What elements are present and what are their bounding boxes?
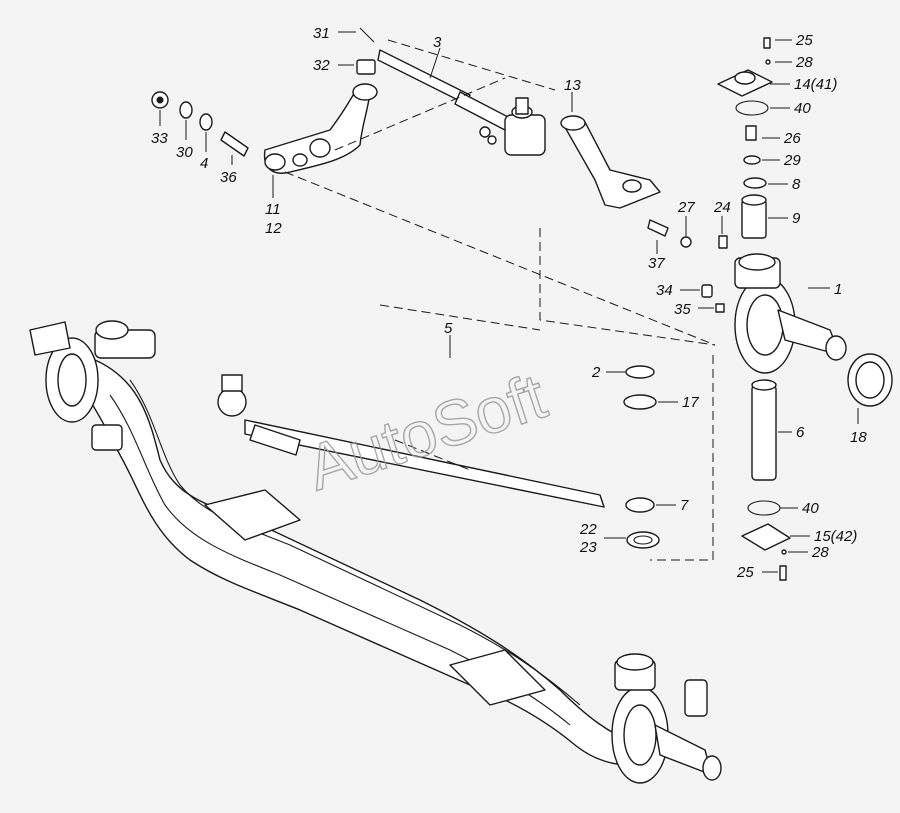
seal-7 bbox=[625, 497, 655, 513]
callout-5: 5 bbox=[444, 320, 453, 337]
spring-pad-right bbox=[449, 649, 546, 706]
bearing-22 bbox=[626, 531, 660, 549]
callout-31: 31 bbox=[313, 25, 330, 42]
callout-25-bottom: 25 bbox=[736, 564, 754, 581]
callout-30: 30 bbox=[176, 144, 193, 161]
bushing-9 bbox=[741, 194, 767, 239]
callout-27: 27 bbox=[677, 199, 695, 216]
tie-rod-assembled bbox=[217, 374, 605, 508]
bolt-25-top bbox=[763, 37, 771, 49]
callout-6: 6 bbox=[796, 424, 805, 441]
tie-rod-exploded bbox=[377, 49, 546, 156]
callout-32: 32 bbox=[313, 57, 330, 74]
callout-34: 34 bbox=[656, 282, 673, 299]
callout-labels: 31 3 32 13 25 28 14(41) 40 26 29 8 9 33 … bbox=[151, 25, 867, 581]
callout-40-bottom: 40 bbox=[802, 500, 819, 517]
callout-40-top: 40 bbox=[794, 100, 811, 117]
cover-14 bbox=[717, 69, 773, 97]
callout-26: 26 bbox=[783, 130, 801, 147]
callout-22: 22 bbox=[579, 521, 597, 538]
callout-14-41: 14(41) bbox=[794, 76, 837, 93]
callout-2: 2 bbox=[591, 364, 601, 381]
o-ring-40-top bbox=[735, 100, 769, 116]
tie-rod-arm bbox=[560, 115, 661, 209]
steering-arm-lever bbox=[263, 83, 378, 174]
pin-35 bbox=[715, 303, 725, 313]
washer-8 bbox=[743, 177, 767, 189]
seal-2 bbox=[625, 365, 655, 379]
castle-nut-32 bbox=[356, 59, 376, 75]
callout-15-42: 15(42) bbox=[814, 528, 857, 545]
cover-15 bbox=[741, 523, 791, 551]
callout-12: 12 bbox=[265, 220, 282, 237]
nut-33 bbox=[151, 91, 169, 109]
callout-28-bottom: 28 bbox=[811, 544, 829, 561]
washer-28-top bbox=[765, 59, 771, 65]
stud-37 bbox=[647, 219, 669, 237]
o-ring-40-bottom bbox=[747, 500, 781, 516]
callout-18: 18 bbox=[850, 429, 867, 446]
leader-lines bbox=[159, 31, 859, 573]
callout-13: 13 bbox=[564, 77, 581, 94]
callout-7: 7 bbox=[680, 497, 689, 514]
callout-4: 4 bbox=[200, 155, 208, 172]
callout-28-top: 28 bbox=[795, 54, 813, 71]
callout-23: 23 bbox=[579, 539, 597, 556]
pin-34 bbox=[701, 284, 713, 298]
callout-35: 35 bbox=[674, 301, 691, 318]
callout-11: 11 bbox=[265, 201, 281, 218]
callout-24: 24 bbox=[713, 199, 731, 216]
callout-36: 36 bbox=[220, 169, 237, 186]
bolt-26 bbox=[745, 125, 757, 141]
callout-25-top: 25 bbox=[795, 32, 813, 49]
bushing-4 bbox=[199, 113, 213, 131]
fitting-24 bbox=[718, 235, 728, 249]
knuckle-right-assembled bbox=[611, 653, 722, 784]
knuckle-left-assembled bbox=[29, 320, 156, 451]
king-pin-6 bbox=[751, 379, 777, 481]
steering-knuckle bbox=[734, 253, 847, 374]
callout-29: 29 bbox=[783, 152, 801, 169]
callout-8: 8 bbox=[792, 176, 801, 193]
nut-27 bbox=[680, 236, 692, 248]
callout-33: 33 bbox=[151, 130, 168, 147]
bolt-25-bottom bbox=[779, 565, 787, 581]
callout-37: 37 bbox=[648, 255, 665, 272]
callout-9: 9 bbox=[792, 210, 801, 227]
callout-3: 3 bbox=[433, 34, 442, 51]
spring-pad-left bbox=[204, 489, 301, 541]
washer-28-bottom bbox=[781, 549, 787, 555]
pin-36 bbox=[220, 131, 249, 157]
washer-30 bbox=[179, 101, 193, 119]
assembly-lines bbox=[284, 39, 716, 561]
seal-18 bbox=[847, 353, 893, 407]
cotter-pin-31 bbox=[359, 27, 375, 43]
front-axle-beam bbox=[79, 359, 661, 766]
callout-17: 17 bbox=[682, 394, 699, 411]
lock-29 bbox=[743, 155, 761, 165]
callout-1: 1 bbox=[834, 281, 842, 298]
washer-17 bbox=[623, 394, 657, 410]
